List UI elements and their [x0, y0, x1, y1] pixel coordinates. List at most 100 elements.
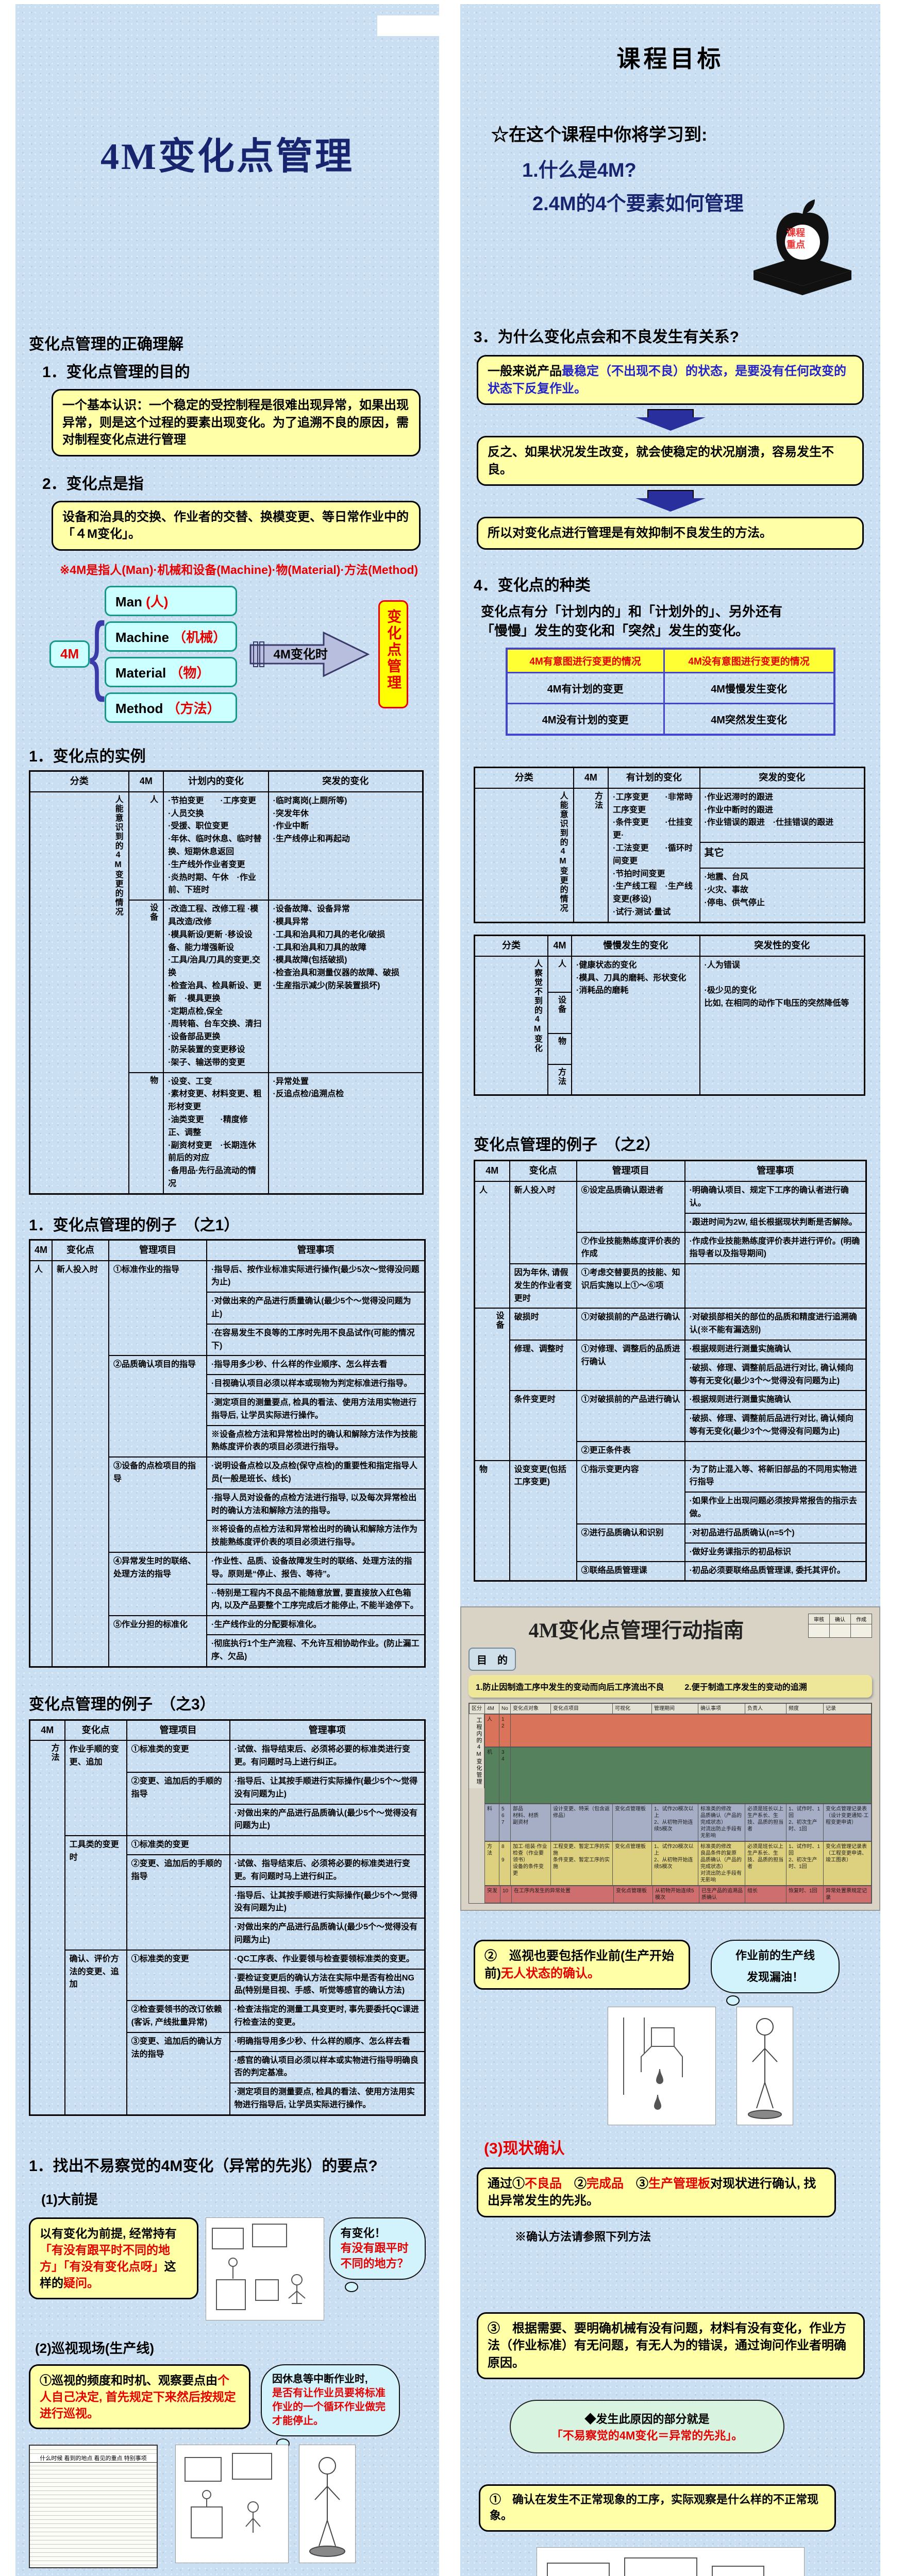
scan-notch [377, 15, 439, 36]
4m-cell: 人 [128, 791, 164, 901]
planned-cell: ·工序变更 ·非常時工序变更 ·条件变更 ·仕挂变更· ·工法变更 ·循环时间变… [608, 787, 700, 923]
band-4m: 机 [485, 1748, 499, 1804]
cell: 设备的条件变更 [513, 1864, 544, 1877]
category-cell: 人察觉不到的4M变化 [474, 955, 548, 1096]
example3-section: 变化点管理的例子 （之3） 4M 变化点 管理项目 管理事项 方法 作业手顺的变… [15, 1691, 439, 2116]
premise-box: 以有变化为前提, 经常持有「有没有跟平时不同的地方」「有没有变化点呀」这样的疑问… [29, 2217, 198, 2299]
detail-cell: ·在容易发生不良等的工序时先用不良品试作(可能的情况下) [206, 1323, 426, 1357]
category-cell: 人能意识到的4M变更的情况 [474, 787, 574, 923]
observer-sketch [736, 2006, 793, 2125]
example2-section: 变化点管理的例子 （之2） 4M 变化点 管理项目 管理事项 人 新人投入时 ⑥… [460, 1132, 880, 1582]
guide-col: 变化点对象 [511, 1704, 551, 1714]
badge-text: 课程 [786, 228, 805, 238]
sudden-cell: ·人为错误 ·极少见的变化 比如, 在相同的动作下电压的突然降低等 [699, 955, 865, 1096]
method-en: Method [115, 700, 167, 716]
kinds-cell: 4M突然发生变化 [663, 702, 835, 736]
detail-cell: ·为了防止混入等、将新旧部品的不同用实物进行指导 [684, 1460, 867, 1493]
item-cell: ②检查要领书的改订依赖(客诉, 产线批量异常) [126, 2000, 230, 2033]
detail-cell: ·检查法指定的测量工具变更时, 事先要委托QC课进行检查法的变更。 [229, 2000, 426, 2033]
status-box: ③ 根据需要、要明确机械有没有问题，材料有没有变化，作业方法（作业标准）有无问题… [477, 2312, 865, 2380]
sub-heading: 1．变化点管理的目的 [42, 364, 190, 381]
guide-col: 记录 [826, 1706, 836, 1712]
cloud-text-red: 「不易察觉的4M变化＝异常的先兆」。 [551, 2429, 743, 2443]
cell: 工程变更、暂定工序的实施 [553, 1844, 610, 1857]
kinds-table: 4M有意图进行变更的情况 4M没有意图进行变更的情况 4M有计划的变更 4M慢慢… [505, 647, 835, 736]
guide-col: 4M [485, 1704, 499, 1714]
cell: 1、试作时、1回 2、初次生产时、1回 [786, 1842, 824, 1886]
cloud-text-red: 有没有跟平时不同的地方？ [340, 2242, 409, 2270]
planned-cell: ·节拍变更 ·工序变更 ·人员交换 ·受援、职位变更 ·年休、临时休息、临时替换… [163, 791, 269, 901]
cell: 材料、材质 [513, 1813, 539, 1819]
understanding-section: 变化点管理的正确理解 1．变化点管理的目的 一个基本认识：一个稳定的受控制程是很… [15, 331, 439, 723]
detail-cell: ·破损、修理、调整前后品进行对比, 确认倾向等有无变化(最少3个～觉得没有问题为… [684, 1358, 867, 1392]
change-point-cell: 新人投入时 [509, 1181, 577, 1265]
text: 这样的 [40, 2260, 176, 2290]
change-point-cell: 因为年休, 请假发生的作业者变更时 [509, 1263, 577, 1309]
cell: 变化点管理板 [613, 1842, 652, 1886]
detail-cell: ·初品必须要联络品质管理课, 委托其评价。 [684, 1561, 867, 1582]
guide-col: 区分 [470, 1704, 485, 1714]
text-red: 不良品 [525, 2176, 562, 2191]
col-header: 变化点 [509, 1160, 577, 1182]
change-point-cell: 修理、调整时 [509, 1340, 577, 1392]
text: 对现状进行确认, 找出异常发生的先兆。 [488, 2176, 816, 2208]
kinds-cell: 4M慢慢发生变化 [663, 671, 835, 704]
cell: 副资材 [513, 1820, 528, 1826]
4m-cell: 方法 [573, 787, 609, 923]
cell: 设计变更、特采（包含返修品） [551, 1804, 613, 1841]
detail-cell: ·做好业务课指示的初品标识 [684, 1542, 867, 1563]
detail-cell: ·作业性、品质、设备故障发生时的联络、处理方法的指导。原则是“停止、报告、等待”… [206, 1552, 426, 1585]
section-heading: 1．找出不易察觉的4M变化（异常的先兆）的要点? [29, 2157, 378, 2175]
4m-cell: 物 [128, 1072, 164, 1195]
4m-cell: 人 [29, 1260, 53, 1668]
cell: 加工·组装·作业检查（作业要领书） [513, 1844, 547, 1863]
item-cell: ①标准类的变更 [126, 1835, 230, 1856]
machine-en: Machine [115, 629, 173, 645]
col-header: 4M [573, 767, 609, 789]
approve-cell: 审核 [808, 1614, 830, 1625]
col-header: 管理事项 [206, 1239, 426, 1261]
item-cell: ④异常发生时的联络、处理方法的指导 [108, 1551, 208, 1617]
detail-cell: ·破损、修理、调整前后品进行对比, 确认倾向等有无变化(最少3个～觉得没有问题为… [684, 1409, 867, 1442]
item-cell: ③变更、追加后的确认方法的指导 [126, 2031, 230, 2116]
item-cell: ②变更、追加后的手顺的指导 [126, 1772, 230, 1837]
machine-zh: （机械） [173, 629, 227, 645]
goal-item: 1.什么是4M? [522, 160, 637, 181]
right-arrow: 4M变化时 [246, 630, 370, 679]
change-examples-section: 1．变化点的实例 分类 4M 计划内的变化 突发的变化 人能意识到的4M变更的情… [15, 743, 439, 1195]
material-en: Material [115, 665, 170, 681]
guide-col: No [499, 1704, 511, 1714]
detail-cell: ·目视确认项目必须以样本或现物为判定标准进行指导。 [206, 1374, 426, 1395]
4m-cell: 物 [474, 1460, 510, 1582]
item-cell: ①对破损前的产品进行确认 [576, 1390, 685, 1442]
method-change-table: 分类 4M 有计划的变化 突发的变化 人能意识到的4M变更的情况 方法 ·工序变… [474, 766, 865, 923]
detail-cell: ··特别是工程内不良品不能随意放置, 要直接放入红色箱内, 以及产品要整个工序完… [206, 1583, 426, 1617]
guide-cat: 工程内的4M变化管理 [469, 1714, 484, 1789]
cloud-text: 作业前的生产线 [735, 1949, 815, 1962]
section-heading: 3．为什么变化点会和不良发生有关系? [474, 329, 740, 346]
text: 以有变化为前提, 经常持有 [40, 2226, 177, 2240]
cell: 异常处置票规定记录 [826, 1888, 867, 1901]
item-cell: ①对破损前的产品进行确认 [576, 1308, 685, 1341]
why-section: 3．为什么变化点会和不良发生有关系? 一般来说产品最稳定（不出现不良）的状态，是… [460, 324, 880, 736]
example2-table: 4M 变化点 管理项目 管理事项 人 新人投入时 ⑥设定品质确认跟进者 ·明确确… [474, 1160, 867, 1582]
guide-title: 4M变化点管理行动指南 [528, 1619, 744, 1642]
find-section: 1．找出不易察觉的4M变化（异常的先兆）的要点? (1)大前提 以有变化为前提,… [15, 2153, 439, 2576]
checklist-sheet-sketch: 什么时候 看到的地点 看见的重点 特别事项 [29, 2444, 158, 2568]
item-cell: ②品质确认项目的指导 [108, 1355, 208, 1458]
factory-line-sketch [205, 2217, 324, 2320]
section-heading: 变化点管理的正确理解 [29, 336, 183, 353]
detail-cell: ·对做出来的产品进行品质确认(最少5个～觉得没有问题为止) [229, 1918, 426, 1951]
col-header: 4M [128, 770, 164, 792]
col-header: 计划内的变化 [163, 770, 269, 792]
cell: 标准类的修改 良品条件的复原 品质确认（产品的完成状态） 对流出防止手段有无影响 [698, 1842, 745, 1886]
apple-book-illustration: 课程 重点 [743, 193, 862, 296]
4m-cell: 方法 [547, 1063, 572, 1096]
observer-sketch [299, 2444, 356, 2563]
status-heading: (3)现状确认 [484, 2140, 565, 2157]
thought-cloud: 有变化！ 有没有跟平时不同的地方？ [329, 2217, 426, 2292]
cover-slide: 4M变化点管理 [15, 4, 439, 301]
4m-cell: 物 [547, 1032, 572, 1065]
thought-cloud: 作业前的生产线 发现漏油！ [711, 1940, 840, 2006]
man-zh: (人) [146, 594, 169, 609]
